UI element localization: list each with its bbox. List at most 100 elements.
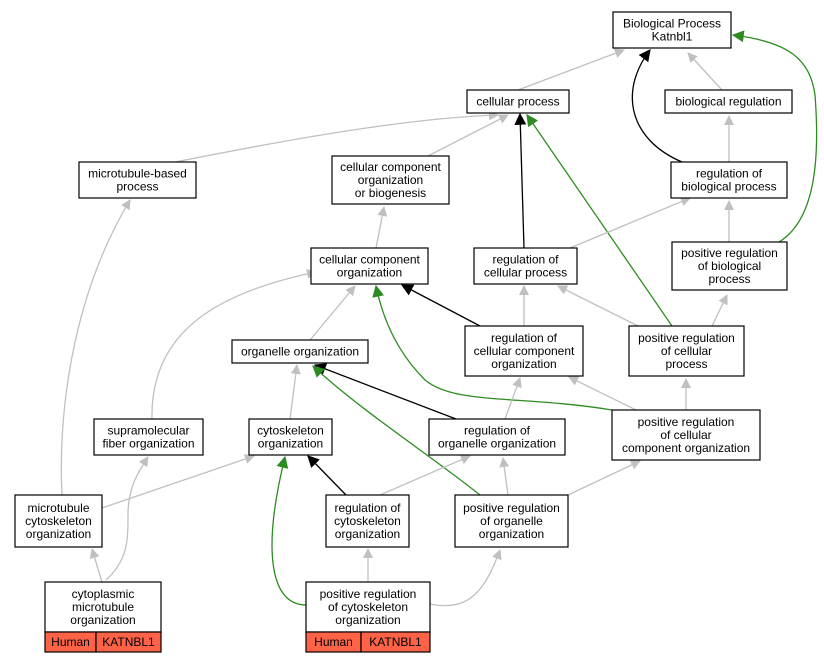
edge-positively-regulates-prcco-to-ccorg [372,284,613,411]
node-label-line: organization [337,266,402,280]
node-box [248,418,333,456]
node-label-line: cellular component [319,253,420,267]
node-label-line: of biological [698,259,761,273]
edge-is-a-prcco-to-rcco [568,376,637,411]
node-label-line: positive regulation [681,246,778,260]
gene-label: KATNBL1 [369,635,422,649]
go-term-node-cp[interactable]: cellular process [466,89,570,114]
node-label-line: fiber organization [102,437,194,451]
node-label-line: positive regulation [320,587,417,601]
edge-is-a-cmto-to-sfo [105,456,149,581]
edge-is-a-cso-to-oorg [289,364,301,420]
node-box [331,155,450,205]
gene-cell [95,631,162,653]
node-box [671,241,788,291]
species-label: Human [51,635,90,649]
node-label-line: of cellular [661,344,712,358]
node-box [466,89,570,114]
node-label-line: regulation of [334,501,401,515]
node-label-line: positive regulation [638,331,735,345]
node-label-line: cytoplasmic [72,587,135,601]
node-label-line: cytoskeleton [25,514,92,528]
node-box [664,89,793,114]
edge-is-a-rcp-to-rbp [569,196,691,249]
node-box [305,581,431,633]
node-label-line: process [116,180,158,194]
node-label-line: organization [258,437,323,451]
edge-is-a-prcso-to-proo [429,549,502,607]
node-label-line: cellular process [484,266,567,280]
edge-is-a-ccob-to-cp [427,114,509,157]
node-label-line: microtubule [27,501,89,515]
node-box [628,325,745,377]
node-label-line: process [665,357,707,371]
edge-positively-regulates-prcso-to-cso [271,455,307,606]
edge-is-a-cmto-to-mtco [89,548,103,583]
node-box [464,325,584,377]
node-label-line: biological process [681,180,776,194]
node-box [428,418,566,456]
node-box [231,339,369,364]
node-box [611,409,761,461]
edge-is-a-roo-to-rcco [504,377,522,420]
node-label-line: cellular component [474,344,575,358]
edge-is-a-prcp-to-rcp [557,285,639,327]
node-box [93,418,204,456]
edge-is-a-rcso-to-roo [379,454,471,496]
go-term-node-breg[interactable]: biological regulation [664,89,793,114]
node-label-line: positive regulation [638,415,735,429]
edge-regulates-rcp-to-cp [514,112,527,249]
node-label-line: cellular process [476,95,559,109]
node-label-line: process [708,272,750,286]
node-label-line: organization [479,527,544,541]
node-box [670,161,788,199]
node-label-line: regulation of [491,331,558,345]
edge-regulates-rcco-to-ccorg [400,284,481,327]
node-box [612,11,732,49]
edge-is-a-mtco-to-mtbp [60,199,131,496]
node-label-line: organization [70,613,135,627]
node-label-line: of cytoskeleton [328,600,408,614]
gene-cell [360,631,431,653]
edge-is-a-prcp-to-prbp [711,294,728,327]
node-label-line: Katnbl1 [652,30,693,44]
node-label-line: microtubule-based [88,167,187,181]
gene-label: KATNBL1 [102,635,155,649]
node-label-line: Biological Process [623,17,721,31]
node-label-line: organization [491,357,556,371]
node-label-line: organization [335,527,400,541]
node-box [14,494,103,548]
edges-layer [60,30,818,607]
node-label-line: organelle organization [438,437,556,451]
node-label-line: regulation of [696,167,763,181]
edge-is-a-mtco-to-cso [101,454,255,509]
go-term-node-oorg[interactable]: organelle organization [231,339,369,364]
edge-regulates-roo-to-oorg [313,363,457,420]
node-box [454,494,569,548]
edge-is-a-mtbp-to-cp [159,110,499,166]
edge-is-a-breg-to-bp [687,52,723,91]
node-label-line: organization [358,173,423,187]
edge-regulates-rbp-to-bp [631,49,683,163]
